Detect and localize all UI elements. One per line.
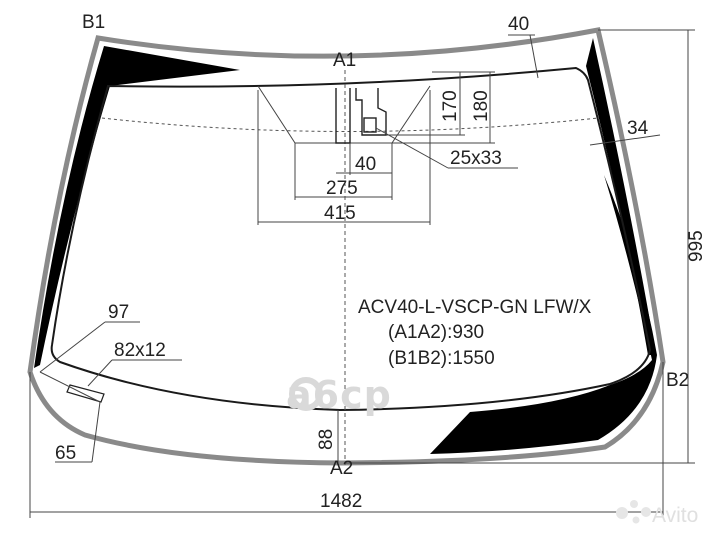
- glass-inner-outline: [50, 66, 652, 412]
- sensor-rect: [363, 117, 377, 133]
- watermark-text: a6cp: [286, 373, 392, 417]
- avito-text: Avito: [652, 504, 698, 527]
- leader-65: [91, 401, 101, 463]
- dim-275: 275: [326, 178, 358, 199]
- leader-40-top: [529, 34, 539, 79]
- dim-180: 180: [471, 90, 492, 122]
- black-band-left: [34, 46, 240, 368]
- vin-rect: [66, 384, 105, 403]
- dim-25x33: 25x33: [450, 148, 502, 169]
- avito-badge: Avito: [616, 500, 698, 527]
- corner-a1: A1: [333, 50, 356, 71]
- leader-82x12: [87, 359, 113, 387]
- corner-a2: A2: [330, 458, 353, 479]
- dim-40: 40: [355, 154, 376, 175]
- leader-25x33: [375, 127, 449, 169]
- dim-65: 65: [55, 443, 76, 464]
- corner-b2: B2: [666, 370, 689, 391]
- brand-watermark: a6cp: [286, 373, 392, 417]
- mirror-bracket: [335, 88, 387, 144]
- dim-97: 97: [108, 302, 129, 323]
- corner-b1: B1: [82, 12, 105, 33]
- dim-82x12: 82x12: [114, 340, 166, 361]
- b1b2-value: (B1B2):1550: [388, 348, 495, 369]
- leader-97: [39, 321, 106, 373]
- a1a2-value: (A1A2):930: [388, 322, 484, 343]
- dim-170: 170: [440, 90, 461, 122]
- dim-40-top: 40: [508, 14, 529, 35]
- dim-88: 88: [316, 429, 337, 450]
- part-code: ACV40-L-VSCP-GN LFW/X: [358, 297, 592, 318]
- dim-415: 415: [324, 203, 356, 224]
- dashed-curve-top: [101, 117, 599, 132]
- dim-34: 34: [627, 118, 649, 139]
- dim-995: 995: [686, 230, 707, 262]
- mirror-area-outline: [257, 85, 431, 144]
- dim-1482: 1482: [320, 491, 362, 512]
- leader-34: [589, 134, 661, 146]
